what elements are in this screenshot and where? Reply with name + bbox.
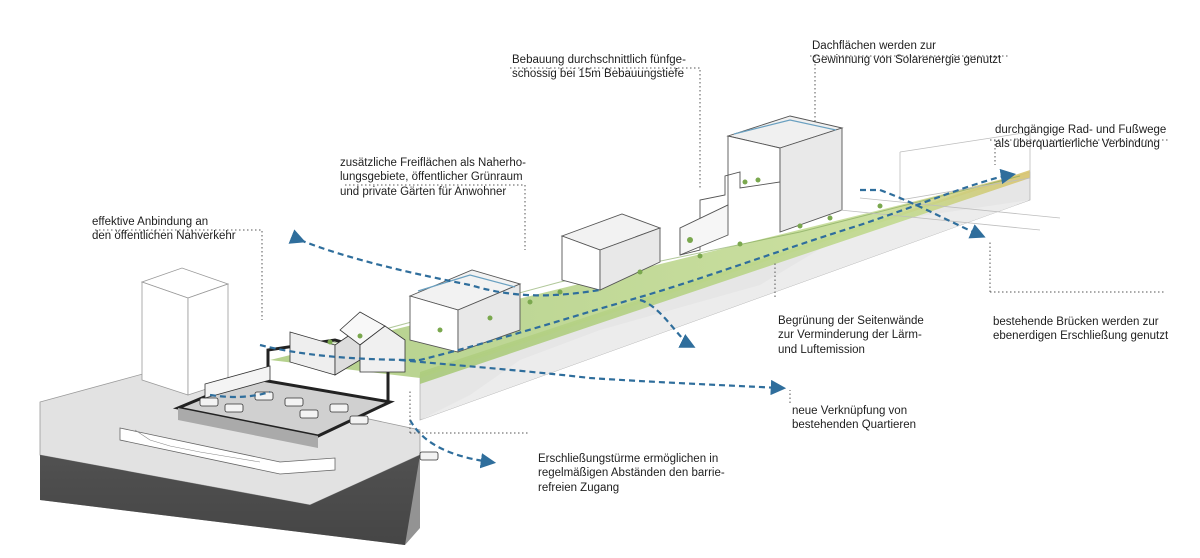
building-2: [560, 213, 662, 291]
annotation-freiflaechen: zusätzliche Freiflächen als Naherho-lung…: [340, 156, 527, 198]
station-pavilion: [204, 311, 406, 399]
building-stepped: [679, 115, 844, 256]
cars: [199, 391, 439, 461]
annotation-bebauung: Bebauung durchschnittlich fünfge-schossi…: [512, 53, 686, 81]
leader-lines: [95, 55, 1170, 434]
existing-bridge-wireframe: [839, 131, 1061, 231]
ground-section: [39, 371, 421, 545]
pedestrian-paths: [209, 168, 1017, 469]
transit-tower: [140, 267, 230, 396]
trees: [327, 177, 883, 345]
